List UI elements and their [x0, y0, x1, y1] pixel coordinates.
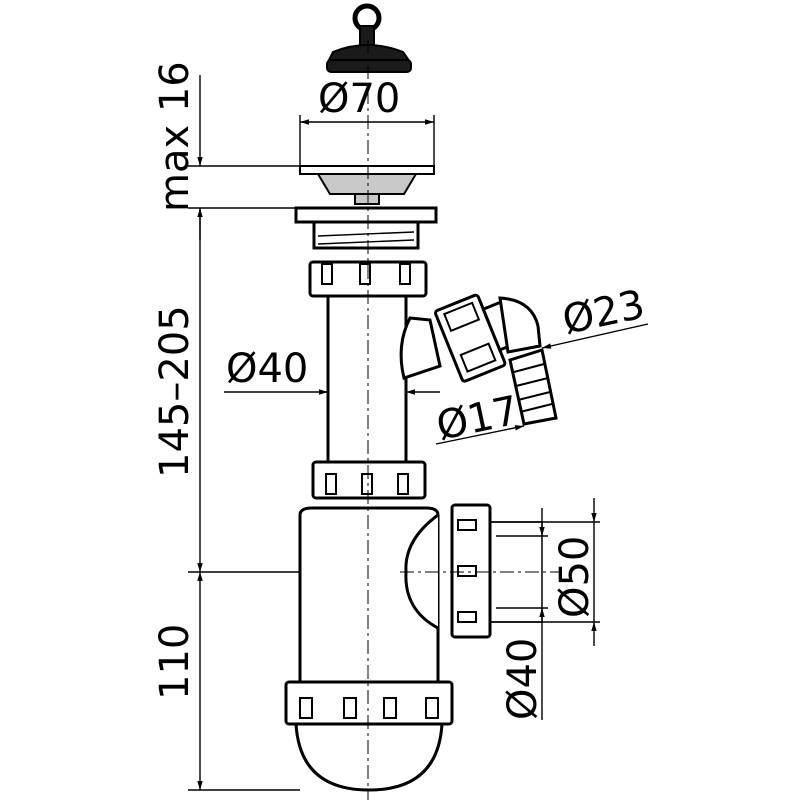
dimension-outlet-diameter-40: Ø40: [500, 638, 546, 720]
dimension-top-diameter: Ø70: [318, 76, 400, 122]
stopper-plug: [326, 3, 412, 73]
dimension-pipe-height: 145–205: [152, 305, 198, 478]
side-inlet-hose-nozzle: [399, 293, 558, 426]
dimension-hose-diameter: Ø17: [433, 388, 523, 450]
middle-nut: [311, 460, 427, 500]
sink-flange: [294, 206, 438, 250]
drain-grate: [299, 165, 435, 205]
vertical-pipe: [326, 294, 408, 466]
outlet-nut: [450, 503, 543, 639]
bottom-cup: [284, 680, 454, 792]
dimension-pipe-diameter: Ø40: [226, 346, 308, 392]
dimension-max-height: max 16: [152, 61, 198, 212]
dimension-lines: [197, 75, 649, 790]
dimension-outlet-diameter-50: Ø50: [552, 536, 598, 618]
bottle-trap-body: [298, 506, 440, 686]
dimension-bottle-height: 110: [152, 624, 198, 700]
dimension-side-inlet-diameter: Ø23: [559, 282, 649, 344]
